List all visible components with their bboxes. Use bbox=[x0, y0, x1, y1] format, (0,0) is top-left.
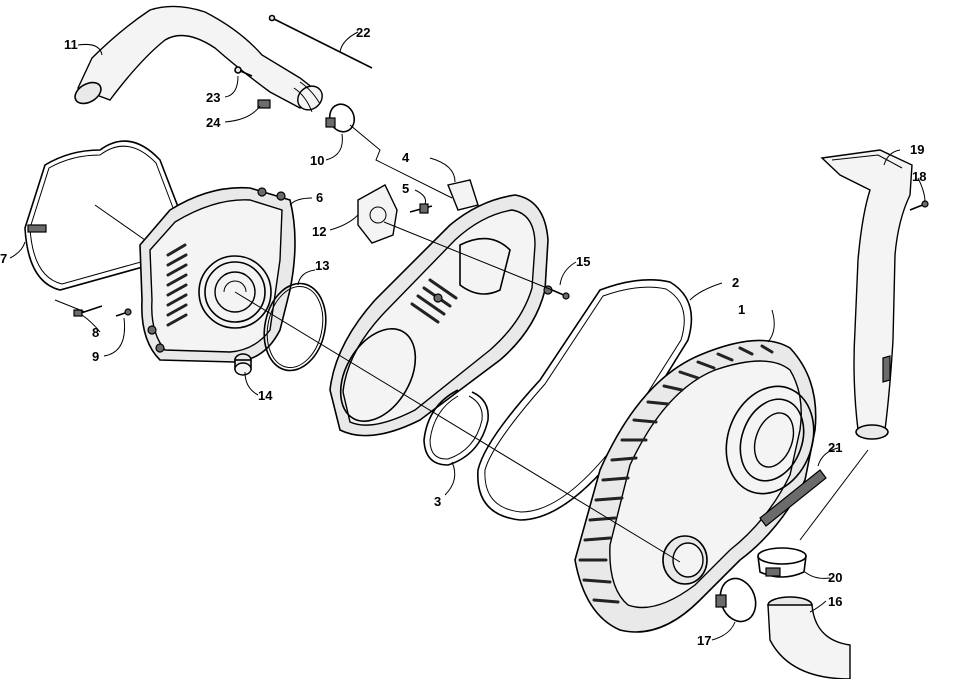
callout-13: 13 bbox=[315, 258, 329, 273]
callout-23: 23 bbox=[206, 90, 220, 105]
tie-strap-22 bbox=[268, 14, 373, 69]
callout-5: 5 bbox=[402, 181, 409, 196]
callout-17: 17 bbox=[697, 633, 711, 648]
callout-19: 19 bbox=[910, 142, 924, 157]
callout-15: 15 bbox=[576, 254, 590, 269]
clamp-20 bbox=[757, 547, 807, 578]
intake-duct bbox=[74, 5, 323, 113]
spacer-14 bbox=[234, 353, 252, 376]
callout-3: 3 bbox=[434, 494, 441, 509]
callout-1: 1 bbox=[738, 302, 745, 317]
screw-23 bbox=[234, 66, 253, 77]
assembly-lines bbox=[54, 124, 869, 563]
callout-12: 12 bbox=[312, 224, 326, 239]
housing-fins bbox=[166, 243, 188, 327]
callout-7: 7 bbox=[0, 251, 7, 266]
callout-leaders bbox=[9, 31, 926, 641]
drive-belt-2 bbox=[477, 278, 693, 521]
callout-6: 6 bbox=[316, 190, 323, 205]
inner-cover-6 bbox=[139, 186, 296, 363]
clip-24 bbox=[257, 99, 271, 109]
boot-16 bbox=[767, 596, 851, 679]
callout-22: 22 bbox=[356, 25, 370, 40]
screw-18 bbox=[909, 200, 929, 211]
callout-14: 14 bbox=[258, 388, 273, 403]
clamp-17 bbox=[715, 577, 757, 623]
screw-9 bbox=[115, 308, 132, 317]
callout-labels: 1 2 3 4 5 6 7 8 9 10 11 12 13 14 15 16 1… bbox=[0, 25, 926, 648]
decal-21 bbox=[759, 469, 827, 527]
callout-2: 2 bbox=[732, 275, 739, 290]
cover-fins bbox=[578, 344, 774, 604]
vent-tube-19 bbox=[820, 149, 913, 440]
fitting-5 bbox=[409, 203, 433, 214]
clamp-10 bbox=[325, 103, 356, 133]
screw-15 bbox=[551, 289, 570, 300]
callout-20: 20 bbox=[828, 570, 842, 585]
callout-16: 16 bbox=[828, 594, 842, 609]
callout-10: 10 bbox=[310, 153, 324, 168]
callout-24: 24 bbox=[206, 115, 221, 130]
callout-8: 8 bbox=[92, 325, 99, 340]
callout-21: 21 bbox=[828, 440, 842, 455]
o-ring-13 bbox=[263, 282, 327, 372]
callout-9: 9 bbox=[92, 349, 99, 364]
callout-18: 18 bbox=[912, 169, 926, 184]
gasket-12 bbox=[357, 184, 398, 244]
callout-11: 11 bbox=[64, 37, 78, 52]
bolt-8 bbox=[73, 305, 103, 317]
snap-ring-3 bbox=[423, 389, 489, 466]
callout-4: 4 bbox=[402, 150, 410, 165]
outer-cover-1 bbox=[574, 339, 817, 633]
